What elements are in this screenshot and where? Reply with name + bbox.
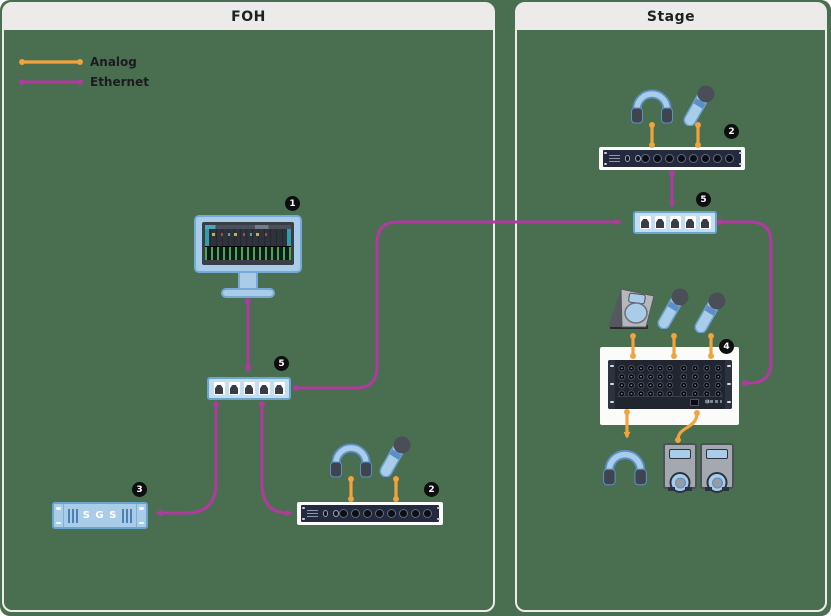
rack-ear [725, 360, 732, 409]
rack-front-panel [603, 150, 742, 167]
stage-panel: Stage [515, 2, 827, 612]
jack-socket-icon [333, 510, 339, 517]
badge-foh-rack: 2 [424, 482, 439, 497]
speaker-foot [668, 487, 675, 491]
speaker-port-slot [706, 449, 728, 459]
ethernet-port-icon [639, 216, 651, 229]
xlr-connector-row [339, 509, 432, 518]
foh-computer-monitor [194, 215, 302, 273]
ethernet-port-icon [228, 382, 240, 395]
rack-ear [136, 504, 146, 527]
mixer-software-ui [205, 225, 291, 263]
badge-stage-box: 4 [719, 339, 734, 354]
vent-lines [68, 508, 78, 523]
rack-logo [307, 510, 318, 517]
ethernet-port-icon [690, 399, 699, 406]
microphone-icon [683, 85, 715, 126]
headphones-icon [603, 449, 647, 486]
foh-panel-header: FOH [4, 4, 493, 30]
mixer-ui-channel-strips [205, 229, 291, 246]
jack-socket-icon [635, 155, 641, 162]
ethernet-port-icon [258, 382, 270, 395]
rack-ear [608, 360, 615, 409]
speaker-icon [663, 443, 697, 493]
rack-ear [603, 150, 607, 167]
badge-foh-switch: 5 [274, 356, 289, 371]
sgs-label: S G S [82, 510, 118, 521]
speaker-icon [700, 443, 734, 493]
panel-print [705, 400, 722, 403]
headphones-icon [631, 89, 673, 124]
microphone-icon [657, 288, 689, 329]
badge-stage-switch: 5 [696, 192, 711, 207]
speaker-foot [705, 487, 712, 491]
rack-ear [738, 150, 742, 167]
legend-analog-label: Analog [90, 55, 137, 69]
stage-box-bottom-row [617, 396, 723, 406]
rack-ear [436, 505, 440, 522]
speaker-foot [685, 487, 692, 491]
rack-logo [609, 155, 620, 162]
ethernet-port-icon [273, 382, 285, 395]
rack-front-panel [301, 505, 440, 522]
xlr-connector-grid [617, 364, 675, 398]
stage-box-front-panel [608, 360, 732, 409]
headphones-icon [330, 443, 372, 478]
badge-computer: 1 [285, 196, 300, 211]
ethernet-port-icon [699, 216, 711, 229]
microphone-icon [694, 292, 726, 333]
jack-socket-icon [322, 510, 329, 517]
mixer-ui-meters [205, 246, 291, 260]
stage-panel-header: Stage [517, 4, 825, 30]
mixer-ui-titlebar [205, 225, 291, 229]
xlr-connector-row [641, 154, 734, 163]
stage-network-switch [633, 211, 717, 234]
legend-ethernet-label: Ethernet [90, 75, 149, 89]
badge-stage-rack: 2 [724, 124, 739, 139]
foh-stage-rack-1u [297, 502, 443, 525]
microphone-icon [379, 436, 411, 477]
rack-ear [54, 504, 64, 527]
monitor-screen [202, 222, 294, 265]
foh-panel: FOH [2, 2, 495, 612]
foh-network-switch [207, 377, 291, 400]
badge-sgs: 3 [132, 482, 147, 497]
mixer-ui-bottombar [205, 260, 291, 263]
monitor-stand-base [221, 288, 275, 298]
talkback-station-icon [608, 288, 655, 329]
sgs-server: S G S [52, 502, 148, 529]
rack-ear [301, 505, 305, 522]
stage-box-rack [600, 347, 739, 425]
ethernet-port-icon [684, 216, 696, 229]
xlr-connector-grid [678, 364, 724, 398]
ethernet-port-icon [243, 382, 255, 395]
ethernet-port-icon [669, 216, 681, 229]
stage-panel-title: Stage [646, 9, 696, 25]
jack-socket-icon [624, 155, 631, 162]
vent-lines [122, 508, 132, 523]
ethernet-port-icon [213, 382, 225, 395]
ethernet-port-icon [654, 216, 666, 229]
speaker-foot [722, 487, 729, 491]
stage-rack-1u [599, 147, 745, 170]
foh-panel-title: FOH [231, 9, 266, 25]
speaker-port-slot [669, 449, 691, 459]
